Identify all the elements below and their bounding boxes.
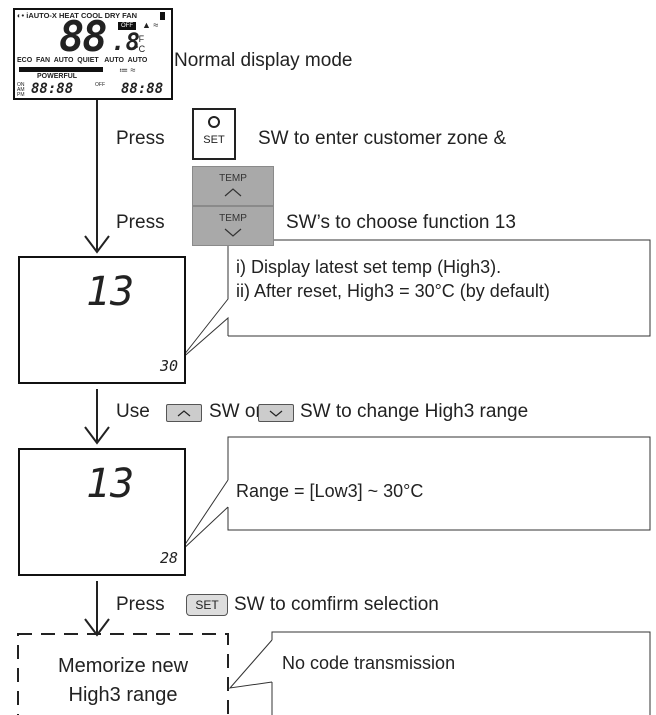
set-step-press-label: Press [116, 128, 165, 149]
display-box-1: 13 30 [18, 256, 186, 384]
fan-speed-bar [19, 67, 103, 72]
down-arrow-button[interactable] [258, 404, 294, 422]
confirm-step-press-label: Press [116, 594, 165, 615]
chevron-up-icon [177, 410, 191, 417]
timer-off-label: OFF [95, 82, 105, 88]
confirm-set-label: SET [195, 598, 219, 612]
chevron-up-icon [224, 188, 242, 197]
callout1-line2: ii) After reset, High3 = 30°C (by defaul… [236, 281, 550, 301]
temp-up-button[interactable]: TEMP [192, 166, 274, 206]
display2-function-code: 13 [86, 461, 135, 507]
temp-step-text: SW’s to choose function 13 [286, 212, 516, 233]
up-arrow-button[interactable] [166, 404, 202, 422]
normal-display-caption: Normal display mode [174, 50, 353, 71]
final-step-line2: High3 range [68, 684, 178, 706]
unit-celsius: °C [135, 44, 146, 54]
lcd-decimal-digit: .8 [111, 28, 140, 56]
chevron-down-icon [224, 228, 242, 237]
battery-icon [160, 12, 165, 20]
display-box-2: 13 28 [18, 448, 186, 576]
temp-down-label: TEMP [219, 213, 247, 224]
callout3-text: No code transmission [282, 653, 456, 673]
display2-value: 28 [160, 549, 179, 567]
callout1-line1: i) Display latest set temp (High3). [236, 257, 502, 277]
callout2-text: Range = [Low3] ~ 30°C [236, 481, 424, 501]
lcd-mode-row: ◐• iAUTO-X HEAT COOL DRY FAN [17, 11, 138, 20]
off-badge: OFF [118, 22, 136, 30]
temp-up-label: TEMP [219, 173, 247, 184]
set-button[interactable]: SET [192, 108, 236, 160]
final-step-line1: Memorize new [57, 655, 189, 677]
timer-off-digits: 88:88 [121, 81, 164, 97]
confirm-step-text: SW to comfirm selection [234, 594, 439, 615]
set-step-text: SW to enter customer zone & [258, 128, 507, 149]
signal-icon: ▲ ≈ [142, 20, 159, 30]
timer-pm-label: PM [17, 92, 25, 98]
display1-value: 30 [160, 357, 179, 375]
use-step-text: SW to change High3 range [300, 401, 529, 422]
chevron-down-icon [269, 410, 283, 417]
lcd-big-digits: 88 [59, 12, 108, 61]
unit-fahrenheit: °F [135, 34, 145, 44]
set-button-label: SET [203, 134, 225, 146]
temp-step-press-label: Press [116, 212, 165, 233]
display1-function-code: 13 [86, 269, 135, 315]
timer-am-label: AM [17, 87, 25, 93]
confirm-set-button[interactable]: SET [186, 594, 228, 616]
temp-down-button[interactable]: TEMP [192, 206, 274, 246]
powerful-label: POWERFUL [37, 73, 78, 80]
timer-on-digits: 88:88 [31, 81, 74, 97]
set-button-dot-icon [208, 116, 220, 128]
louver-icon: ≔ ≈ [119, 65, 136, 75]
lcd-feature-row: ECO FAN AUTO QUIET AUTO AUTO [17, 57, 148, 64]
remote-lcd-panel: ◐• iAUTO-X HEAT COOL DRY FAN 88 .8 OFF ▲… [13, 8, 173, 100]
timer-on-label: ON [17, 82, 25, 88]
use-step-label: Use [116, 401, 150, 422]
use-step-sw-or: SW or [209, 401, 262, 422]
